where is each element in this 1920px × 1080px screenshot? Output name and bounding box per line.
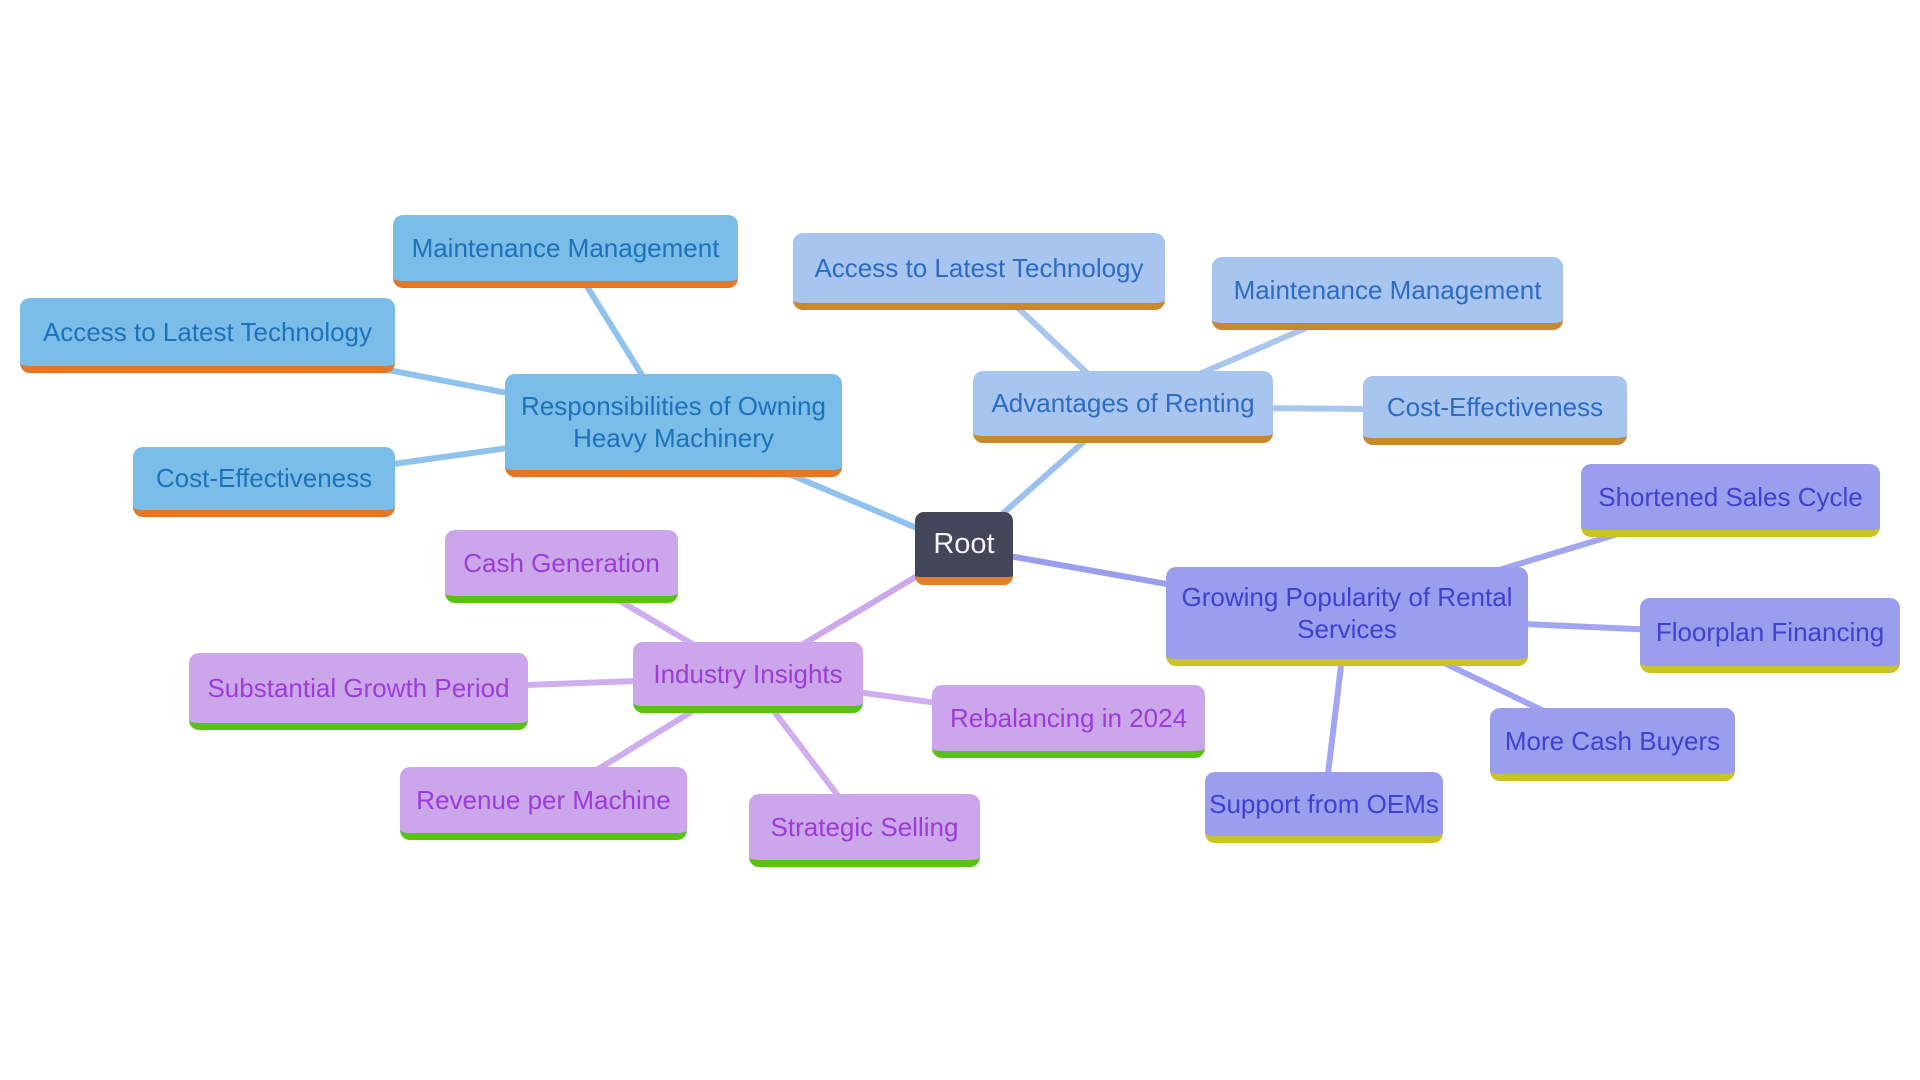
node-growing-popularity-of-rental-services[interactable]: Growing Popularity of Rental Services	[1166, 567, 1528, 666]
node-advantages-of-renting[interactable]: Advantages of Renting	[973, 371, 1273, 443]
node-revenue-per-machine[interactable]: Revenue per Machine	[400, 767, 687, 840]
node-floorplan-financing[interactable]: Floorplan Financing	[1640, 598, 1900, 673]
node-substantial-growth-period[interactable]: Substantial Growth Period	[189, 653, 528, 730]
node-industry-insights[interactable]: Industry Insights	[633, 642, 863, 713]
node-access-to-latest-technology-renting[interactable]: Access to Latest Technology	[793, 233, 1165, 310]
node-strategic-selling[interactable]: Strategic Selling	[749, 794, 980, 867]
node-access-to-latest-technology-owning[interactable]: Access to Latest Technology	[20, 298, 395, 373]
node-support-from-oems[interactable]: Support from OEMs	[1205, 772, 1443, 843]
node-more-cash-buyers[interactable]: More Cash Buyers	[1490, 708, 1735, 781]
node-maintenance-management-owning[interactable]: Maintenance Management	[393, 215, 738, 288]
node-cost-effectiveness-owning[interactable]: Cost-Effectiveness	[133, 447, 395, 517]
node-rebalancing-in-2024[interactable]: Rebalancing in 2024	[932, 685, 1205, 758]
node-root[interactable]: Root	[915, 512, 1013, 585]
node-cash-generation[interactable]: Cash Generation	[445, 530, 678, 603]
node-maintenance-management-renting[interactable]: Maintenance Management	[1212, 257, 1563, 330]
node-responsibilities-of-owning-heavy-machinery[interactable]: Responsibilities of Owning Heavy Machine…	[505, 374, 842, 477]
node-cost-effectiveness-renting[interactable]: Cost-Effectiveness	[1363, 376, 1627, 445]
node-shortened-sales-cycle[interactable]: Shortened Sales Cycle	[1581, 464, 1880, 537]
